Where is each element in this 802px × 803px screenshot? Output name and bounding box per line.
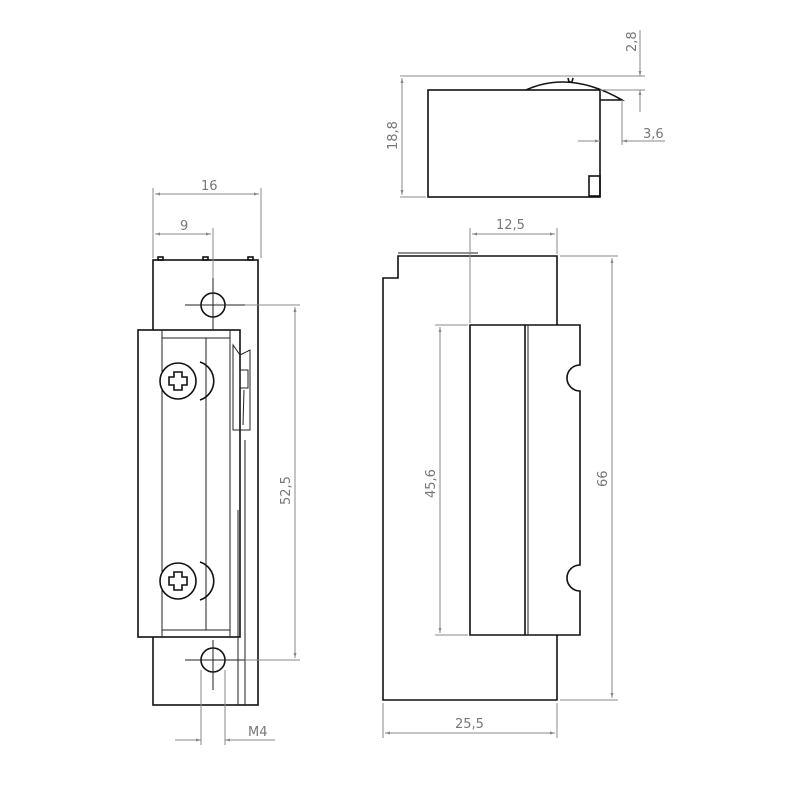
dim-front-inner-height: 45,6 [424,469,439,498]
dim-side-hole-spacing: 52,5 [279,476,294,505]
screw-bottom [159,561,215,601]
dim-side-hole-offset: 9 [180,219,188,234]
dim-front-inner-width: 12,5 [496,218,525,233]
dim-front-total-height: 66 [596,470,611,487]
dim-front-total-width: 25,5 [455,717,484,732]
dim-top-height: 18,8 [386,121,401,150]
top-view: 18,8 2,8 3,6 [386,30,665,198]
dim-side-width: 16 [201,179,218,194]
mounting-hole-top [185,278,245,330]
dim-side-screw: M4 [248,725,268,740]
screw-top [159,361,215,401]
side-view: 16 9 52,5 M4 [137,179,300,745]
dim-top-cap: 2,8 [625,31,640,52]
front-view: 12,5 66 45,6 25,5 [382,218,618,738]
mounting-hole-bottom [185,640,245,690]
dim-top-offset: 3,6 [643,127,664,142]
